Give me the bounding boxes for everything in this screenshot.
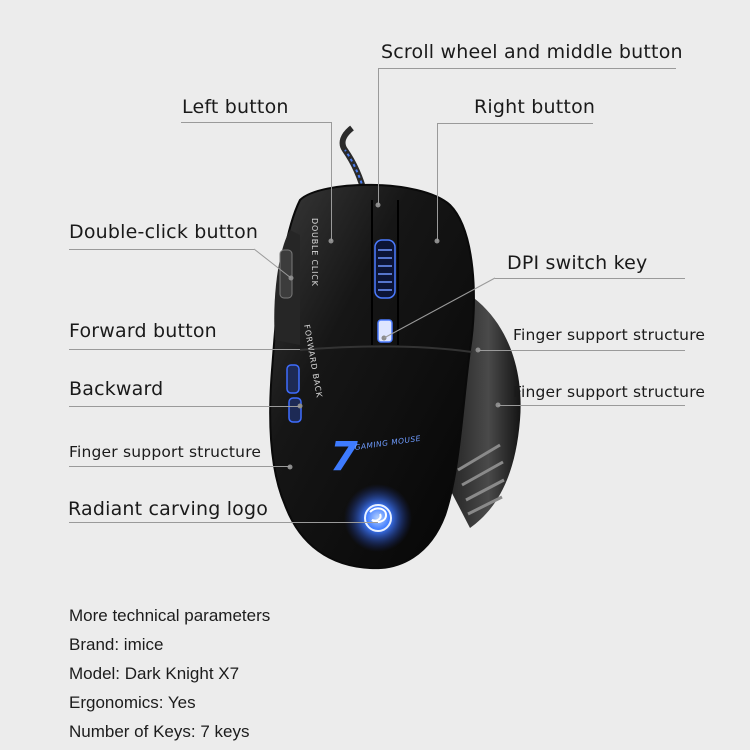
logo-dragon [369, 507, 388, 524]
spec-brand: Brand: imice [69, 635, 164, 654]
label-double-click: Double-click button [69, 221, 259, 243]
leader-right-button-v [437, 123, 438, 241]
leader-backward-h [69, 406, 300, 407]
leader-scroll-h [378, 68, 676, 69]
backward-button-shape [288, 397, 302, 423]
double-click-button-shape [279, 249, 293, 299]
model-digit: 7 [330, 434, 358, 480]
label-forward: Forward button [69, 320, 217, 342]
side-print-double-click: DOUBLE CLICK [310, 218, 319, 287]
label-dpi-switch: DPI switch key [507, 252, 648, 274]
logo-glow [344, 484, 412, 552]
leader-dpi-h [495, 278, 685, 279]
label-right-button: Right button [474, 96, 596, 118]
leader-logo-h [69, 522, 378, 523]
specs-heading: More technical parameters [69, 606, 271, 625]
leader-left-button-v [331, 122, 332, 241]
label-radiant-logo: Radiant carving logo [68, 498, 269, 520]
spec-keys: Number of Keys: 7 keys [69, 722, 250, 741]
label-left-button: Left button [182, 96, 289, 118]
leader-finger-right-1-h [478, 350, 685, 351]
leader-left-button-h [181, 122, 332, 123]
leader-right-button-h [437, 123, 593, 124]
spec-ergonomics: Ergonomics: Yes [69, 693, 196, 712]
technical-parameters: More technical parameters Brand: imice M… [69, 601, 270, 746]
label-finger-support-left: Finger support structure [69, 443, 262, 461]
label-finger-support-right-2: Finger support structure [513, 383, 706, 401]
leader-double-click-h [69, 249, 254, 250]
label-finger-support-right-1: Finger support structure [513, 326, 706, 344]
leader-forward-h [69, 349, 300, 350]
label-scroll-wheel: Scroll wheel and middle button [381, 41, 683, 63]
leader-finger-left-h [69, 466, 290, 467]
leader-finger-right-2-h [498, 405, 685, 406]
forward-button-shape [286, 364, 300, 394]
label-backward: Backward [69, 378, 164, 400]
logo-ring [364, 504, 392, 532]
spec-model: Model: Dark Knight X7 [69, 664, 240, 683]
leader-scroll-v [378, 68, 379, 205]
